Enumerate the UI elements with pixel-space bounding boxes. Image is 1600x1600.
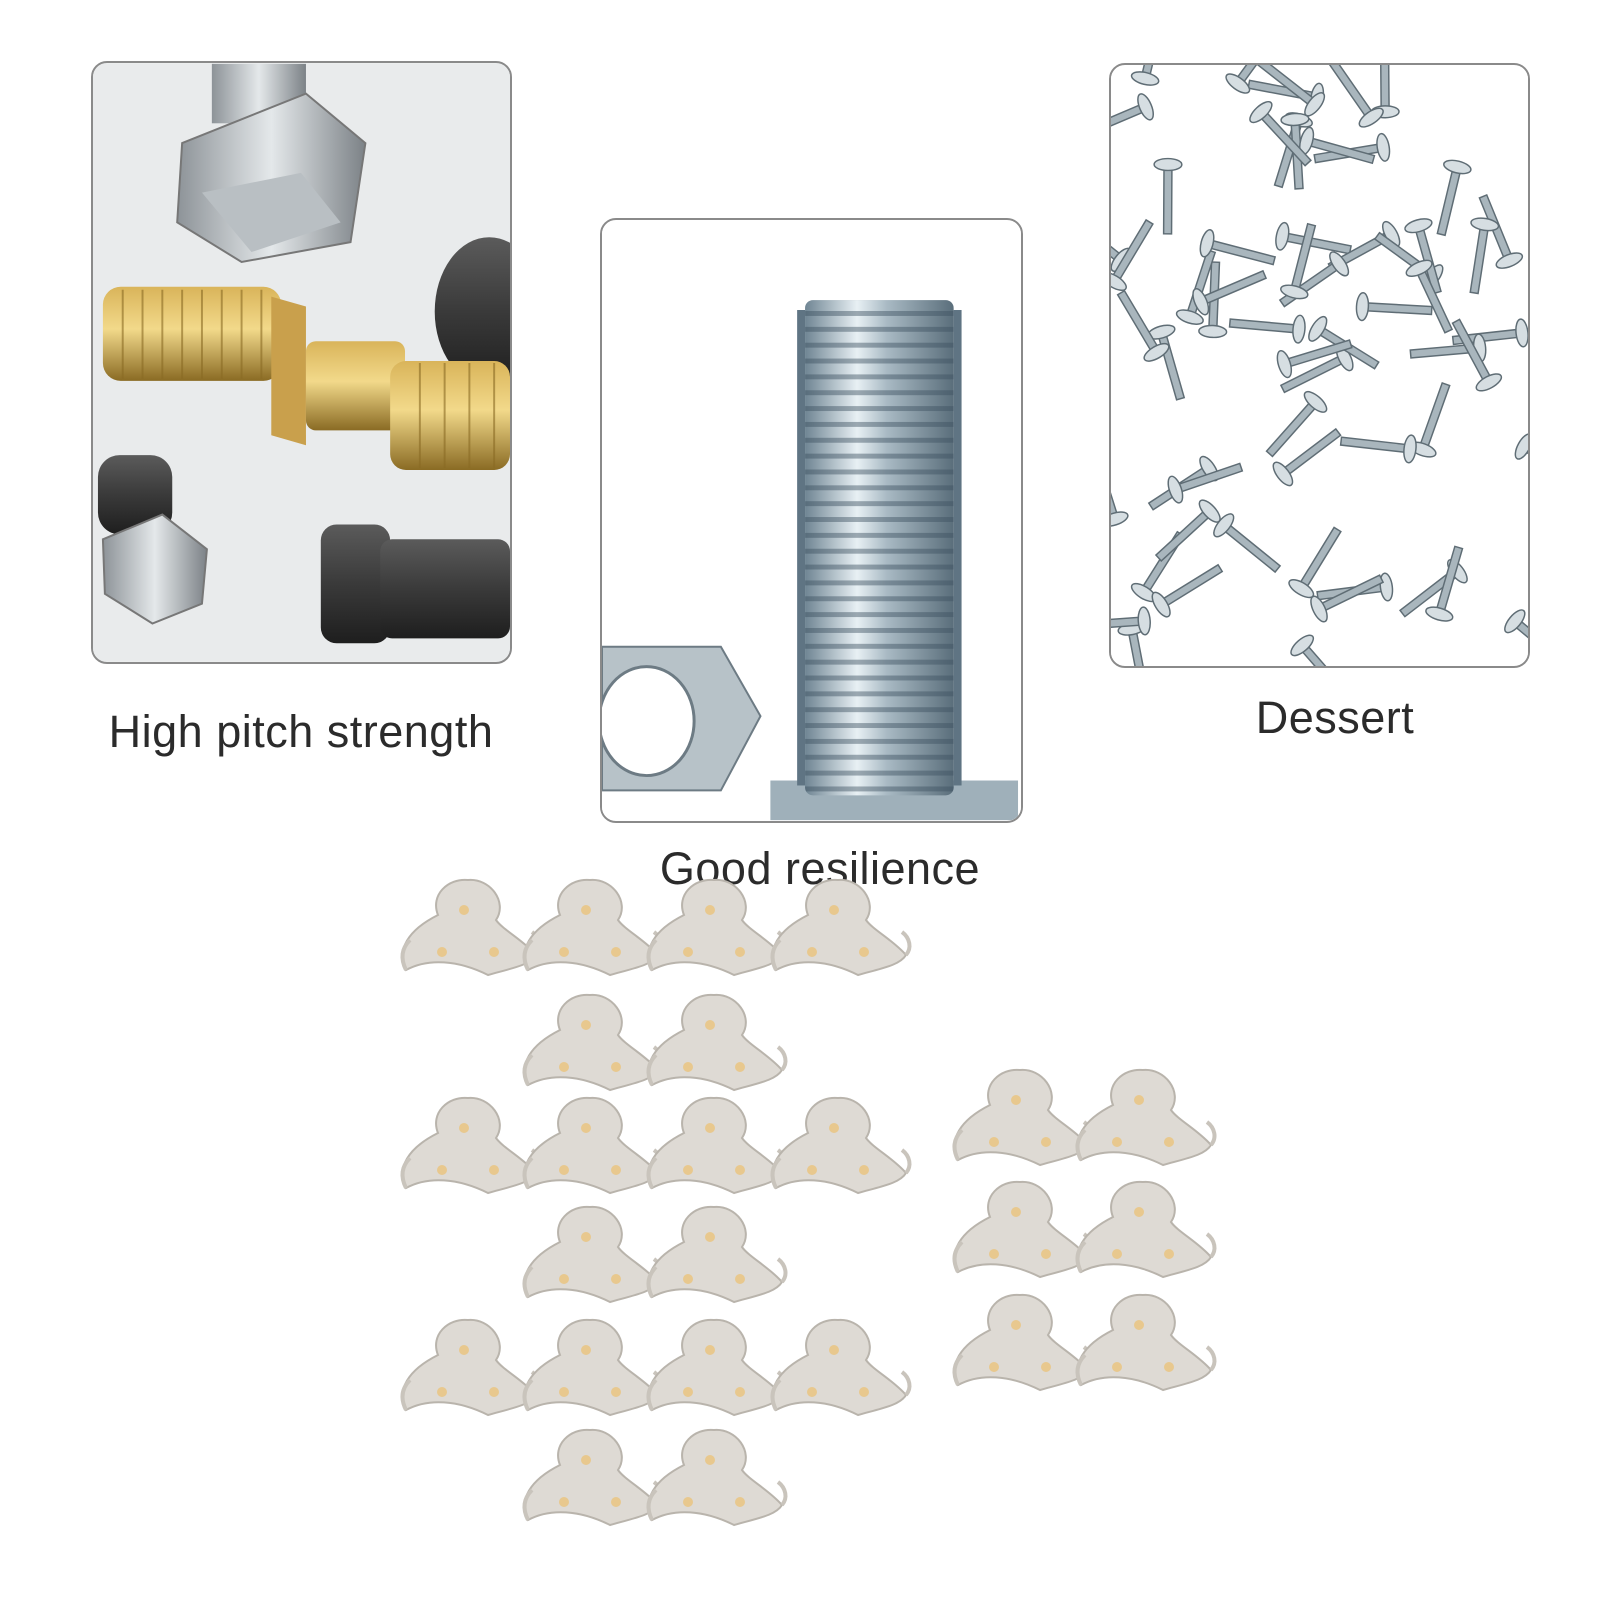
spring-clip-icon xyxy=(646,877,788,977)
spring-clip-icon xyxy=(522,992,664,1092)
spring-clip-icon xyxy=(646,1317,788,1417)
screw-icon xyxy=(1225,65,1283,94)
screw-icon xyxy=(1213,513,1282,574)
spring-clip-icon xyxy=(952,1179,1094,1279)
spring-clip-icon xyxy=(646,1095,788,1195)
screw-icon xyxy=(1451,318,1503,392)
spring-clip-icon xyxy=(522,1317,664,1417)
threaded-bolt-photo xyxy=(602,220,1021,821)
screw-icon xyxy=(1275,221,1352,255)
spring-clip-icon xyxy=(646,992,788,1092)
screw-icon xyxy=(1249,100,1312,167)
screw-icon xyxy=(1276,339,1353,379)
photo-frame-studs xyxy=(91,61,512,664)
spring-clip-icon xyxy=(770,1095,912,1195)
spring-clip-icon xyxy=(522,1204,664,1304)
screw-icon xyxy=(1299,126,1376,165)
screw-icon xyxy=(1272,427,1342,487)
caption-high-pitch-strength: High pitch strength xyxy=(108,706,494,757)
spring-clip-icon xyxy=(770,1317,912,1417)
screw-icon xyxy=(1154,499,1221,562)
caption-dessert: Dessert xyxy=(1255,692,1415,743)
screw-icon xyxy=(1111,93,1154,139)
screw-icon xyxy=(1111,218,1154,291)
screw-icon xyxy=(1405,259,1454,334)
screw-icon xyxy=(1514,433,1528,485)
photo-frame-screws xyxy=(1109,63,1530,668)
spring-clip-icon xyxy=(1075,1067,1217,1167)
screw-icon xyxy=(1288,526,1342,599)
screw-icon xyxy=(1116,289,1170,362)
spring-clip-icon xyxy=(1075,1179,1217,1279)
spring-clip-icon xyxy=(400,1317,542,1417)
screw-icon xyxy=(1130,65,1166,86)
spring-clip-icon xyxy=(400,1095,542,1195)
screw-icon xyxy=(1111,450,1129,527)
screw-icon xyxy=(1310,574,1385,623)
screw-icon xyxy=(1355,292,1433,322)
screw-icon xyxy=(1199,229,1277,266)
screw-icon xyxy=(1327,65,1384,128)
screw-icon xyxy=(1198,261,1228,339)
screw-icon xyxy=(1167,462,1244,504)
spring-clip-icon xyxy=(522,877,664,977)
screw-icon xyxy=(1436,159,1472,237)
screw-icon xyxy=(1339,434,1417,464)
screw-icon xyxy=(1192,269,1268,316)
screw-icon xyxy=(1290,634,1352,666)
screw-icon xyxy=(1228,314,1306,344)
screw-icon xyxy=(1265,390,1328,458)
screw-icon xyxy=(1280,222,1317,300)
screw-icon xyxy=(1469,217,1500,295)
spring-clip-icon xyxy=(952,1292,1094,1392)
spring-clip-icon xyxy=(1075,1292,1217,1392)
screw-icon xyxy=(1153,157,1183,235)
screw-icon xyxy=(1111,606,1151,636)
spring-clip-icon xyxy=(646,1204,788,1304)
spring-clip-icon xyxy=(400,877,542,977)
spring-clip-icon xyxy=(522,1427,664,1527)
spring-clip-icon xyxy=(952,1067,1094,1167)
screw-icon xyxy=(1504,609,1528,666)
screws-pile-photo xyxy=(1111,65,1528,666)
spring-clip-icon xyxy=(770,877,912,977)
screw-icon xyxy=(1151,563,1224,618)
screw-icon xyxy=(1175,249,1217,325)
screw-icon xyxy=(1425,545,1464,622)
photo-frame-bolt xyxy=(600,218,1023,823)
spring-clip-icon xyxy=(646,1427,788,1527)
screw-icon xyxy=(1256,65,1326,117)
wheel-studs-photo xyxy=(93,63,510,662)
spring-clip-icon xyxy=(522,1095,664,1195)
